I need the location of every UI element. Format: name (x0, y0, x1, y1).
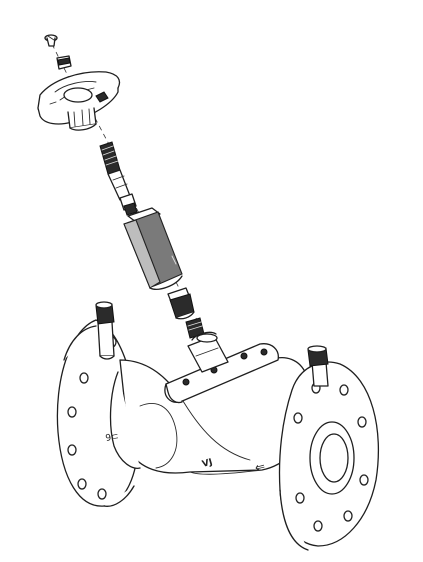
left-test-point (95, 301, 115, 360)
body-mark-left: 9⊂ (105, 432, 120, 444)
bonnet (164, 331, 279, 404)
top-screw (44, 34, 58, 47)
threaded-spindle (99, 141, 138, 216)
cap-nut (56, 55, 72, 70)
left-flange (56, 319, 139, 507)
right-flange (278, 361, 379, 551)
right-test-point (307, 345, 329, 387)
body-mark-logo: VJ (201, 457, 214, 469)
flow-arrow-mark: ⇐ (253, 459, 266, 475)
handwheel (37, 71, 121, 131)
insulation-sleeve (123, 207, 183, 290)
lower-bushing (167, 287, 195, 320)
